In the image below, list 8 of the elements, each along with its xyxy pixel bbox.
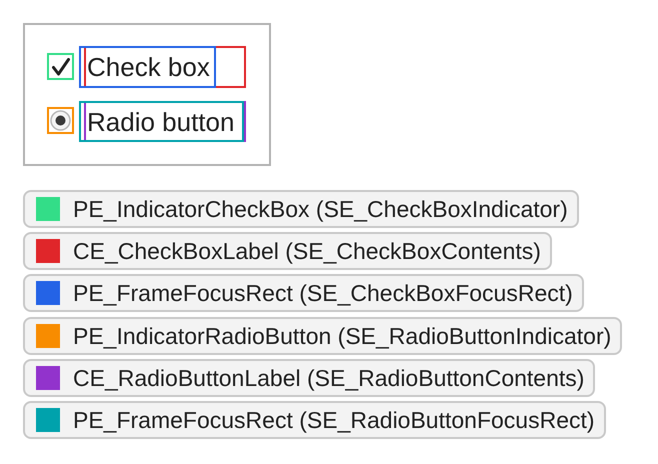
legend-label: CE_CheckBoxLabel (SE_CheckBoxContents) xyxy=(73,238,541,264)
legend-label: PE_FrameFocusRect (SE_CheckBoxFocusRect) xyxy=(73,280,573,306)
legend-label: PE_FrameFocusRect (SE_RadioButtonFocusRect) xyxy=(73,407,595,433)
legend-label: PE_IndicatorRadioButton (SE_RadioButtonIndicator) xyxy=(73,323,612,349)
legend-label: CE_RadioButtonLabel (SE_RadioButtonContents) xyxy=(73,365,584,391)
checkbox-label: Check box xyxy=(87,52,210,82)
radio-button-label: Radio button xyxy=(87,107,234,137)
legend-label: PE_IndicatorCheckBox (SE_CheckBoxIndicator) xyxy=(73,196,568,222)
